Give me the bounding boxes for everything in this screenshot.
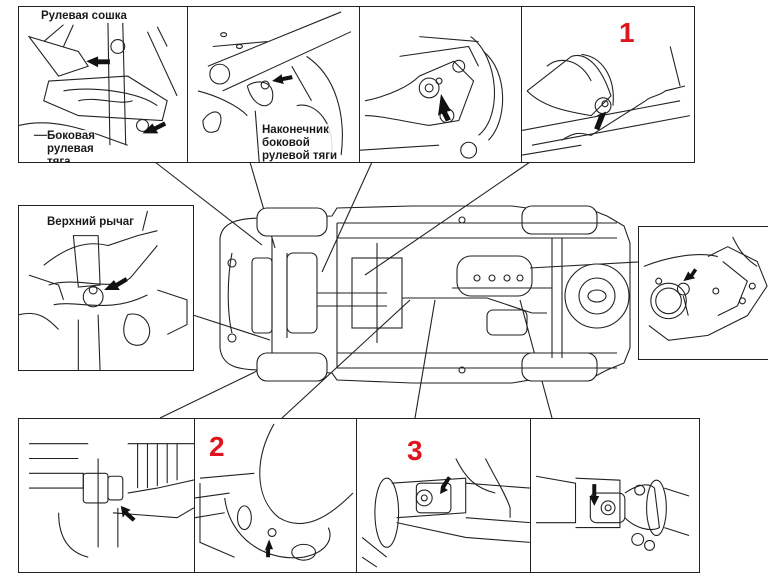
detail-panel-transfer-case	[638, 226, 768, 360]
driveshaft-rear-illustration	[535, 475, 690, 551]
transfer-case-illustration	[643, 236, 768, 341]
spare-tire	[564, 263, 630, 329]
label-tie-rod: Боковая рулевая тяга	[47, 130, 95, 162]
callout-number-2: 2	[209, 431, 225, 462]
fuel-tank	[456, 255, 533, 297]
detail-panel-steering-arm: Рулевая сошка Боковая рулевая тяга	[18, 6, 188, 163]
detail-panel-upper-arm: Верхний рычаг	[18, 205, 194, 371]
detail-panel-point-1: 1	[521, 6, 695, 163]
arrow-icon	[120, 505, 136, 522]
arrow-icon	[589, 484, 600, 506]
front-differential	[286, 252, 318, 334]
arrow-icon	[683, 268, 698, 282]
label-steering-arm: Рулевая сошка	[41, 10, 127, 23]
arrow-icon	[594, 111, 607, 131]
callout-number-3: 3	[407, 435, 423, 466]
arrow-icon	[104, 277, 128, 290]
upper-arm-illustration	[19, 210, 188, 370]
detail-panel-driveshaft-front	[18, 418, 195, 573]
detail-panel-tie-rod-end: Наконечник боковой рулевой тяги	[187, 6, 361, 163]
point-2-illustration	[195, 423, 354, 561]
driveshaft-front-illustration	[29, 443, 194, 558]
rear-left-tire	[521, 205, 598, 235]
front-right-tire	[256, 352, 328, 382]
point-1-illustration	[522, 46, 691, 156]
point-3-illustration	[361, 458, 530, 568]
tie-rod-end-illustration	[197, 11, 352, 162]
arrow-icon	[86, 56, 110, 68]
arrow-icon	[142, 121, 167, 134]
detail-panel-driveshaft-rear	[530, 418, 700, 573]
vehicle-underbody	[219, 205, 631, 384]
callout-number-1: 1	[619, 17, 635, 48]
arrow-icon	[440, 476, 451, 495]
arrow-icon	[264, 539, 274, 558]
detail-panel-point-3: 3	[356, 418, 531, 573]
detail-panel-point-2: 2	[194, 418, 357, 573]
label-upper-arm: Верхний рычаг	[47, 216, 134, 229]
rear-right-tire	[521, 352, 598, 382]
muffler	[486, 309, 528, 336]
detail-panel-knuckle	[359, 6, 522, 163]
label-tie-rod-end: Наконечник боковой рулевой тяги	[262, 124, 338, 162]
steering-arm-illustration	[19, 21, 178, 146]
knuckle-illustration	[360, 36, 504, 159]
arrow-icon	[438, 93, 451, 122]
arrow-icon	[272, 74, 293, 85]
front-left-tire	[256, 207, 328, 237]
